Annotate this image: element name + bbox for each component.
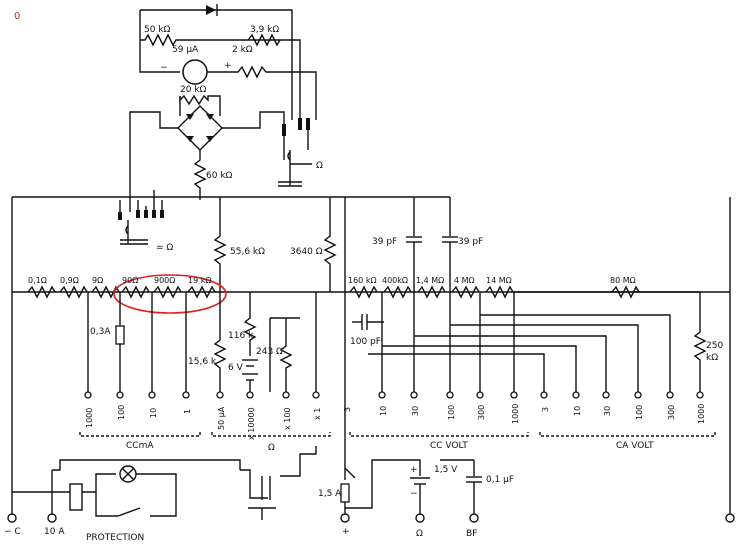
label-10a: 10 A: [44, 527, 65, 537]
label-r03a: 0,3A: [90, 327, 111, 337]
label-c39b: 39 pF: [458, 237, 483, 247]
meter-icon: [182, 59, 208, 85]
label-neg-c: − C: [4, 527, 21, 537]
volt-chain-label: 80 MΩ: [610, 276, 636, 285]
range-ccma: 10: [149, 408, 158, 418]
shunt-chain-label: 90Ω: [122, 276, 138, 285]
shunt-chain-label: 9Ω: [92, 276, 103, 285]
fuse-15a: [340, 483, 350, 503]
label-r116k: 116 k: [228, 331, 254, 341]
range-ccma: 100: [117, 405, 126, 420]
terminal-10a[interactable]: [47, 513, 57, 523]
label-bf-term: BF: [466, 529, 477, 539]
terminal-bf[interactable]: [469, 513, 479, 523]
range-ohm: x 10000: [247, 407, 256, 440]
range-ca-volt: 30: [603, 406, 612, 416]
bottom-section: [11, 197, 731, 520]
range-ohm: x 1: [313, 408, 322, 420]
range-ohm: 50 µA: [217, 406, 226, 430]
label-bat-minus: −: [410, 489, 418, 499]
range-ca-volt: 3: [541, 407, 550, 412]
label-r39k: 3,9 kΩ: [250, 25, 279, 35]
label-r3640: 3640 Ω: [290, 247, 323, 257]
range-ca-volt: 100: [635, 405, 644, 420]
label-c100: 100 pF: [350, 337, 381, 347]
fuse-03a: [115, 325, 125, 345]
meter-section: [118, 4, 317, 245]
label-c01: 0,1 µF: [486, 475, 514, 485]
group-ca-volt: CA VOLT: [616, 441, 654, 451]
terminal-neg-c[interactable]: [7, 513, 17, 523]
range-ca-volt: 1000: [697, 404, 706, 424]
volt-chain-label: 400kΩ: [382, 276, 408, 285]
corner-mark: 0: [14, 11, 20, 22]
shunt-chain-label: 0,9Ω: [60, 276, 79, 285]
label-ac-ohm: = Ω: [156, 243, 173, 253]
terminal-ohm[interactable]: [415, 513, 425, 523]
shunt-chain-label: 0,1Ω: [28, 276, 47, 285]
shunt-chain: [12, 274, 345, 314]
label-r50k: 50 kΩ: [144, 25, 171, 35]
label-protection: PROTECTION: [86, 533, 144, 543]
label-r20k: 20 kΩ: [180, 85, 207, 95]
label-r243: 243 Ω: [256, 347, 283, 357]
label-r60k: 60 kΩ: [206, 171, 233, 181]
label-bat15: 1,5 V: [434, 465, 458, 475]
group-ohm: Ω: [268, 443, 275, 453]
label-r250k-unit: kΩ: [706, 353, 718, 363]
group-ccma: CCmA: [126, 441, 154, 451]
label-ohm-term: Ω: [416, 529, 423, 539]
label-meter-plus: +: [224, 61, 232, 71]
highlight-ellipse: [113, 274, 227, 314]
range-cc-volt: 1000: [511, 404, 520, 424]
protection-fuse: [69, 483, 83, 511]
range-ca-volt: 300: [667, 405, 676, 420]
label-r250k: 250: [706, 341, 723, 351]
volt-chain: [345, 285, 707, 392]
range-ccma: 1000: [85, 408, 94, 428]
volt-chain-label: 4 MΩ: [454, 276, 475, 285]
range-ca-volt: 10: [573, 406, 582, 416]
diode-icon: [206, 5, 216, 15]
label-r156k: 15,6 k: [188, 357, 217, 367]
range-cc-volt: 100: [447, 405, 456, 420]
volt-chain-label: 14 MΩ: [486, 276, 512, 285]
label-battery-6v: 6 V: [228, 363, 244, 373]
label-meter-ua: 59 µA: [172, 45, 199, 55]
bridge-diode-3: [186, 136, 194, 142]
label-fuse-15a: 1,5 A: [318, 489, 342, 499]
group-cc-volt: CC VOLT: [430, 441, 468, 451]
shunt-chain-label: 19 kΩ: [188, 276, 211, 285]
range-ccma: 1: [183, 409, 192, 414]
label-c39a: 39 pF: [372, 237, 397, 247]
bridge-diode-4: [206, 136, 214, 142]
range-cc-volt: 3: [343, 407, 352, 412]
label-r556k: 55,6 kΩ: [230, 247, 265, 257]
bridge-diode-1: [186, 114, 194, 120]
range-ohm: x 100: [283, 407, 292, 430]
range-cc-volt: 300: [477, 405, 486, 420]
range-terminals: [84, 391, 704, 399]
label-meter-minus: −: [160, 63, 168, 73]
label-r2k: 2 kΩ: [232, 45, 253, 55]
terminal-plus[interactable]: [340, 513, 350, 523]
range-cc-volt: 30: [411, 406, 420, 416]
label-bat-plus: +: [410, 465, 418, 475]
shunt-chain-label: 900Ω: [154, 276, 175, 285]
label-plus-term: +: [342, 527, 350, 537]
label-ohm-sym: Ω: [316, 161, 323, 171]
volt-chain-label: 160 kΩ: [348, 276, 377, 285]
volt-chain-label: 1,4 MΩ: [416, 276, 444, 285]
range-cc-volt: 10: [379, 406, 388, 416]
bridge-diode-2: [206, 114, 214, 120]
terminal-right[interactable]: [725, 513, 735, 523]
